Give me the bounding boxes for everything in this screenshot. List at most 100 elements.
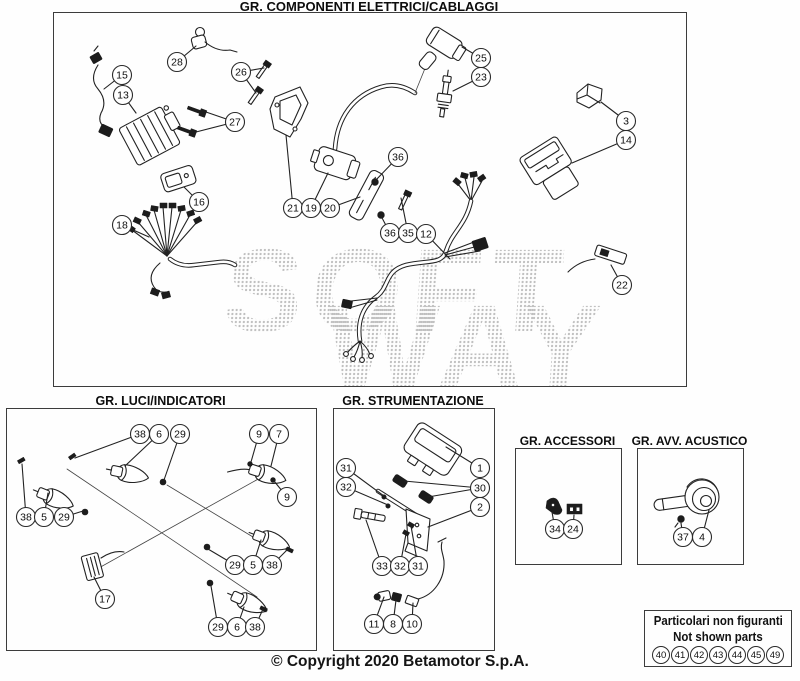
callout-22[interactable]: 22	[611, 274, 633, 296]
callout-36[interactable]: 36	[387, 146, 409, 168]
callout-13[interactable]: 13	[112, 84, 134, 106]
svg-text:33: 33	[376, 561, 388, 573]
not-shown-part-42: 42	[690, 646, 708, 664]
svg-text:37: 37	[677, 532, 689, 544]
not-shown-line-it: Particolari non figuranti	[653, 613, 783, 628]
svg-text:36: 36	[384, 228, 396, 240]
svg-text:6: 6	[234, 622, 240, 634]
callout-37[interactable]: 37	[672, 526, 694, 548]
callout-14[interactable]: 14	[615, 129, 637, 151]
part-ignition-coil	[310, 60, 429, 181]
callout-32[interactable]: 32	[335, 476, 357, 498]
svg-text:29: 29	[58, 512, 70, 524]
callout-29[interactable]: 29	[207, 616, 229, 638]
callout-23[interactable]: 23	[470, 66, 492, 88]
callout-15[interactable]: 15	[111, 64, 133, 86]
callout-18[interactable]: 18	[111, 214, 133, 236]
callout-1[interactable]: 1	[469, 457, 491, 479]
svg-text:29: 29	[174, 429, 186, 441]
callout-35[interactable]: 35	[397, 222, 419, 244]
callout-34[interactable]: 34	[544, 518, 566, 540]
callout-12[interactable]: 12	[415, 223, 437, 245]
not-shown-part-40: 40	[652, 646, 670, 664]
part-switch-28	[190, 26, 238, 53]
callout-30[interactable]: 30	[469, 477, 491, 499]
callout-6[interactable]: 6	[148, 423, 170, 445]
svg-text:19: 19	[305, 203, 317, 215]
svg-text:25: 25	[475, 53, 487, 65]
svg-text:38: 38	[249, 622, 261, 634]
part-switch-16	[160, 165, 197, 193]
svg-text:2: 2	[477, 502, 483, 514]
svg-text:22: 22	[616, 280, 628, 292]
svg-text:32: 32	[394, 561, 406, 573]
callout-38[interactable]: 38	[261, 554, 283, 576]
callout-27[interactable]: 27	[224, 111, 246, 133]
callout-9[interactable]: 9	[248, 423, 270, 445]
not-shown-part-45: 45	[747, 646, 765, 664]
part-coil-bracket	[269, 86, 309, 138]
svg-text:12: 12	[420, 229, 432, 241]
callout-19[interactable]: 19	[300, 197, 322, 219]
callout-25[interactable]: 25	[470, 47, 492, 69]
part-indicator-front-left	[105, 464, 150, 484]
callout-11[interactable]: 11	[363, 613, 385, 635]
callout-31[interactable]: 31	[335, 457, 357, 479]
callout-29[interactable]: 29	[53, 506, 75, 528]
svg-text:9: 9	[284, 492, 290, 504]
part-nuts-36	[371, 178, 385, 219]
callout-31[interactable]: 31	[407, 555, 429, 577]
callout-38[interactable]: 38	[129, 423, 151, 445]
not-shown-part-49: 49	[766, 646, 784, 664]
callout-32[interactable]: 32	[389, 555, 411, 577]
svg-text:1: 1	[477, 463, 483, 475]
callout-33[interactable]: 33	[371, 555, 393, 577]
copyright-notice: © Copyright 2020 Betamotor S.p.A.	[271, 653, 529, 670]
svg-text:36: 36	[392, 152, 404, 164]
callout-9[interactable]: 9	[276, 486, 298, 508]
part-screws-38	[17, 452, 294, 613]
callout-4[interactable]: 4	[691, 526, 713, 548]
callout-20[interactable]: 20	[319, 197, 341, 219]
part-indicator-rear-right	[248, 529, 291, 551]
svg-text:13: 13	[117, 90, 129, 102]
callout-36[interactable]: 36	[379, 222, 401, 244]
callout-8[interactable]: 8	[382, 613, 404, 635]
callout-28[interactable]: 28	[166, 51, 188, 73]
callout-5[interactable]: 5	[33, 506, 55, 528]
svg-text:29: 29	[212, 622, 224, 634]
svg-text:31: 31	[412, 561, 424, 573]
callout-38[interactable]: 38	[244, 616, 266, 638]
svg-text:6: 6	[156, 429, 162, 441]
section-title-lights: GR. LUCI/INDICATORI	[95, 394, 226, 408]
callout-29[interactable]: 29	[169, 423, 191, 445]
callout-17[interactable]: 17	[94, 588, 116, 610]
callout-38[interactable]: 38	[15, 506, 37, 528]
svg-text:32: 32	[340, 482, 352, 494]
callout-5[interactable]: 5	[242, 554, 264, 576]
callout-16[interactable]: 16	[188, 191, 210, 213]
callout-6[interactable]: 6	[226, 616, 248, 638]
callout-26[interactable]: 26	[230, 61, 252, 83]
callout-29[interactable]: 29	[224, 554, 246, 576]
part-indicator-rear-left	[227, 590, 268, 614]
svg-text:24: 24	[567, 524, 579, 536]
svg-text:28: 28	[171, 57, 183, 69]
svg-text:3: 3	[623, 116, 629, 128]
callout-24[interactable]: 24	[562, 518, 584, 540]
svg-text:9: 9	[256, 429, 262, 441]
callout-21[interactable]: 21	[282, 197, 304, 219]
callout-3[interactable]: 3	[615, 110, 637, 132]
callout-2[interactable]: 2	[469, 496, 491, 518]
part-speedo-drive	[373, 537, 447, 608]
part-rubber-mounts	[392, 474, 434, 504]
callout-7[interactable]: 7	[268, 423, 290, 445]
callout-10[interactable]: 10	[401, 613, 423, 635]
